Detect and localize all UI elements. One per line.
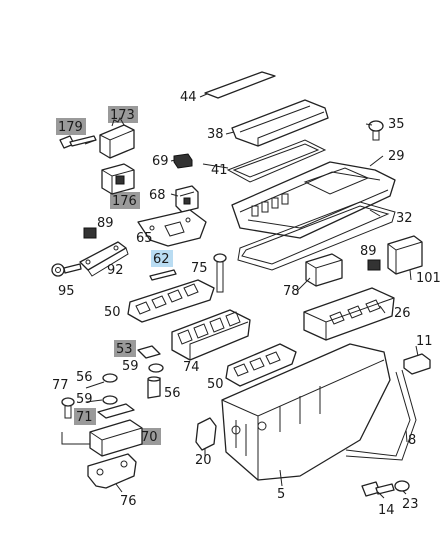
highlight-71 xyxy=(74,408,96,425)
highlight-179 xyxy=(56,118,86,135)
label-179: 179 xyxy=(58,120,83,135)
part-8-cable xyxy=(345,371,411,457)
label-95: 95 xyxy=(58,284,75,299)
label-11: 11 xyxy=(416,334,433,349)
highlight-62 xyxy=(151,250,173,267)
part-89-relay-right xyxy=(367,259,381,271)
label-29: 29 xyxy=(388,149,405,164)
label-92: 92 xyxy=(107,263,124,278)
part-69-block xyxy=(173,153,193,169)
label-89-right: 89 xyxy=(360,244,377,259)
label-101: 101 xyxy=(416,271,441,286)
label-59-right: 59 xyxy=(122,359,139,374)
label-75: 75 xyxy=(191,261,208,276)
part-44-strip xyxy=(204,71,276,99)
part-62-fuse xyxy=(149,269,177,281)
part-78-relay xyxy=(305,253,343,287)
label-77: 77 xyxy=(52,378,69,393)
part-59-nut xyxy=(148,363,164,373)
label-23: 23 xyxy=(402,497,419,512)
leader-lines xyxy=(61,93,419,499)
label-38: 38 xyxy=(207,127,224,142)
label-35: 35 xyxy=(388,117,405,132)
label-44: 44 xyxy=(180,90,197,105)
label-68: 68 xyxy=(149,188,166,203)
label-70: 70 xyxy=(141,430,158,445)
label-50-upper: 50 xyxy=(104,305,121,320)
part-35-screw xyxy=(368,120,384,132)
part-41-gasket xyxy=(226,139,327,183)
label-59-left: 59 xyxy=(76,392,93,407)
label-176: 176 xyxy=(112,194,137,209)
label-14: 14 xyxy=(378,503,395,518)
part-32-gasket xyxy=(237,201,396,271)
label-173: 173 xyxy=(110,108,135,123)
label-76: 76 xyxy=(120,494,137,509)
part-29-housing xyxy=(231,161,396,239)
label-74: 74 xyxy=(183,360,200,375)
part-59-nut-left xyxy=(102,395,118,405)
label-56-right: 56 xyxy=(164,386,181,401)
part-38-cover xyxy=(231,99,329,147)
part-173-clip xyxy=(99,124,135,159)
part-56-washer xyxy=(102,373,118,383)
part-20-latch xyxy=(195,417,217,451)
label-78: 78 xyxy=(283,284,300,299)
part-95-screw xyxy=(51,263,65,277)
label-50-lower: 50 xyxy=(207,377,224,392)
part-71-plate xyxy=(97,403,135,419)
part-89-relay-left xyxy=(83,227,97,239)
label-65: 65 xyxy=(136,231,153,246)
label-8: 8 xyxy=(408,433,416,448)
label-62: 62 xyxy=(153,252,170,267)
part-65-bracket xyxy=(137,209,207,247)
label-53: 53 xyxy=(116,342,133,357)
part-77-screw xyxy=(61,397,75,407)
label-89-left: 89 xyxy=(97,216,114,231)
part-70-connector xyxy=(89,419,143,457)
label-32: 32 xyxy=(396,211,413,226)
part-75-screw xyxy=(213,253,227,263)
part-76-bracket xyxy=(87,453,137,489)
part-5-main-housing xyxy=(221,343,391,481)
part-11-grommet xyxy=(403,353,431,375)
part-101-relay xyxy=(387,235,423,275)
highlight-53 xyxy=(114,340,136,357)
highlight-176 xyxy=(110,192,140,209)
part-53-clip xyxy=(137,345,161,359)
label-5: 5 xyxy=(277,487,285,502)
label-71: 71 xyxy=(76,410,93,425)
label-69: 69 xyxy=(152,154,169,169)
label-26: 26 xyxy=(394,306,411,321)
highlight-70 xyxy=(139,428,161,445)
label-20: 20 xyxy=(195,453,212,468)
part-50-fuse-strip-lower xyxy=(225,343,297,387)
highlight-173 xyxy=(108,106,138,123)
label-41: 41 xyxy=(211,163,228,178)
part-74-fuse-block xyxy=(171,309,251,361)
part-23-nut xyxy=(394,480,410,492)
label-56-left: 56 xyxy=(76,370,93,385)
